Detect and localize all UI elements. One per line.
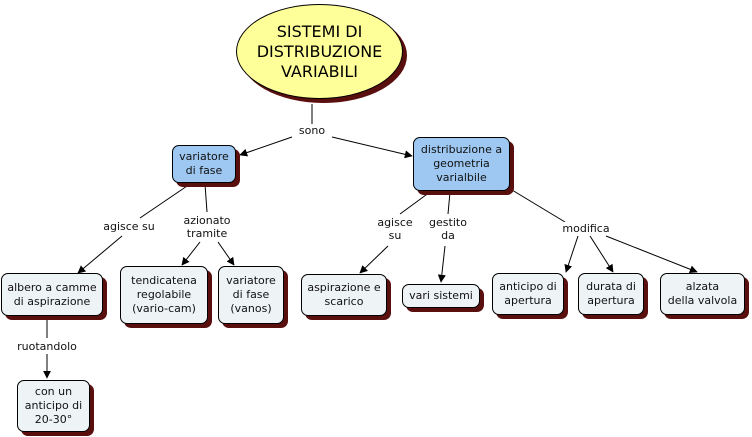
node-alzata-valvola-text: alzata della valvola [667, 280, 738, 307]
node-aspirazione-scarico-text: aspirazione e scarico [307, 281, 381, 308]
connector-sono-distribuzione [331, 136, 413, 159]
node-vari-sistemi: vari sistemi [402, 284, 480, 308]
link-label-agisce-su-1: agisce su [101, 220, 157, 233]
connector-modifica-anticipo [564, 235, 579, 273]
node-variatore-vanos: variatore di fase (vanos) [218, 266, 284, 324]
connector-agisce-aspirazione [359, 245, 389, 274]
connector-azionato-vanos [217, 241, 235, 266]
node-anticipo-apertura: anticipo di apertura [492, 273, 564, 315]
connector-modifica-durata [589, 235, 614, 273]
main-title-node: SISTEMI DI DISTRIBUZIONE VARIABILI [236, 4, 403, 99]
connector-modifica-alzata [605, 235, 698, 274]
node-variatore-di-fase: variatore di fase [172, 145, 236, 183]
node-albero-camme-text: albero a camme di aspirazione [7, 280, 97, 308]
link-label-sono: sono [296, 124, 328, 137]
node-anticipo-20-30-text: con un anticipo di 20-30° [24, 385, 83, 426]
connector-sono-variatore [239, 136, 293, 157]
node-vari-sistemi-text: vari sistemi [409, 289, 473, 302]
connector-variatore-azionato [204, 183, 208, 213]
connector-gestito-varisistemi [437, 245, 446, 283]
node-distribuzione-geometria: distribuzione a geometria varialbile [413, 137, 510, 191]
node-tendicatena: tendicatena regolabile (vario-cam) [120, 266, 208, 324]
node-variatore-vanos-text: variatore di fase (vanos) [226, 274, 276, 315]
link-label-modifica: modifica [560, 222, 612, 235]
connector-variatore-agisce [139, 183, 191, 219]
connector-distribuzione-agisce [399, 191, 431, 215]
main-title-text: SISTEMI DI DISTRIBUZIONE VARIABILI [256, 21, 383, 81]
node-aspirazione-scarico: aspirazione e scarico [301, 274, 387, 316]
node-variatore-di-fase-text: variatore di fase [179, 150, 229, 177]
node-alzata-valvola: alzata della valvola [660, 273, 745, 315]
connector-distribuzione-gestito [447, 191, 451, 215]
node-durata-apertura: durata di apertura [578, 273, 644, 315]
node-distribuzione-geometria-text: distribuzione a geometria varialbile [420, 143, 503, 184]
node-tendicatena-text: tendicatena regolabile (vario-cam) [131, 274, 197, 315]
node-anticipo-20-30: con un anticipo di 20-30° [17, 380, 90, 432]
connector-agisce-albero [77, 235, 123, 274]
link-label-agisce-su-2: agisce su [375, 216, 415, 242]
node-albero-camme: albero a camme di aspirazione [1, 273, 103, 316]
connector-azionato-tendicatena [181, 241, 201, 266]
node-durata-apertura-text: durata di apertura [586, 280, 636, 307]
node-anticipo-apertura-text: anticipo di apertura [499, 280, 557, 307]
link-label-gestito-da: gestito da [427, 216, 469, 242]
link-label-azionato-tramite: azionato tramite [181, 214, 233, 240]
connector-distribuzione-modifica [511, 189, 566, 223]
link-label-ruotandolo: ruotandolo [15, 340, 79, 353]
